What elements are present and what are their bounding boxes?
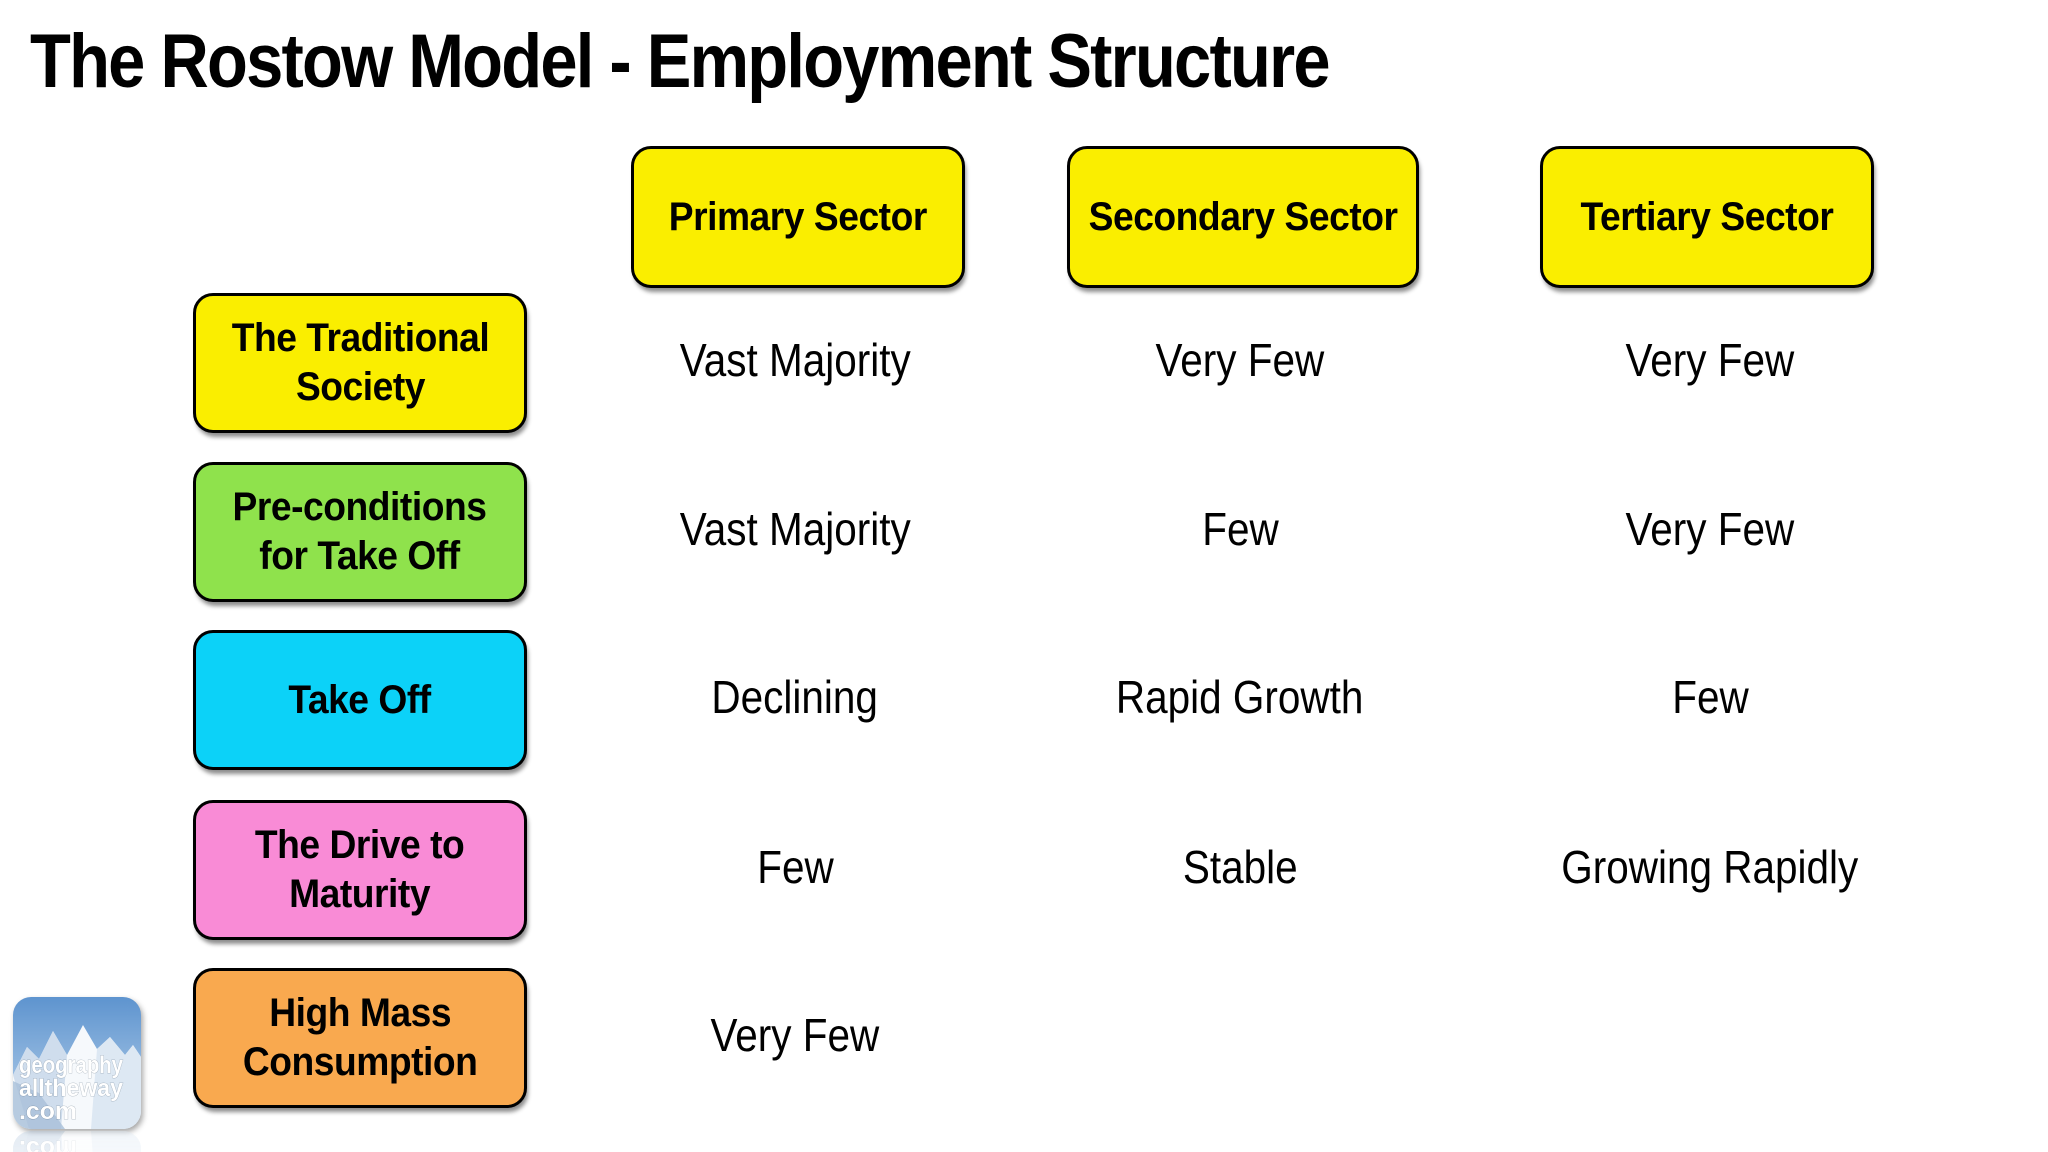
stage-box-take-off: Take Off xyxy=(193,630,527,770)
cell-traditional-tertiary: Very Few xyxy=(1510,293,1910,427)
cell-value: Vast Majority xyxy=(679,503,911,555)
column-header-secondary-label: Secondary Sector xyxy=(1088,194,1398,239)
cell-value: Very Few xyxy=(1155,334,1325,386)
cell-preconditions-primary: Vast Majority xyxy=(595,462,995,596)
cell-value: Very Few xyxy=(1625,334,1795,386)
cell-value: Few xyxy=(756,841,834,893)
stage-box-drive-to-maturity: The Drive to Maturity xyxy=(193,800,527,940)
cell-traditional-primary: Vast Majority xyxy=(595,293,995,427)
cell-preconditions-secondary: Few xyxy=(1040,462,1440,596)
stage-label: The Drive to Maturity xyxy=(255,823,465,916)
cell-value: Rapid Growth xyxy=(1116,671,1364,723)
stage-box-preconditions-for-take-off: Pre-conditions for Take Off xyxy=(193,462,527,602)
cell-maturity-tertiary: Growing Rapidly xyxy=(1510,800,1910,934)
column-header-primary: Primary Sector xyxy=(631,146,965,288)
stage-label: The Traditional Society xyxy=(231,316,489,409)
cell-preconditions-tertiary: Very Few xyxy=(1510,462,1910,596)
stage-label: High Mass Consumption xyxy=(242,991,478,1084)
cell-takeoff-secondary: Rapid Growth xyxy=(1040,630,1440,764)
cell-value: Vast Majority xyxy=(679,334,911,386)
cell-value: Declining xyxy=(711,671,879,723)
cell-value: Very Few xyxy=(710,1009,880,1061)
mountain-logo-icon: geography alltheway .com xyxy=(13,997,141,1129)
logo-image: geography alltheway .com xyxy=(13,997,141,1129)
cell-value: Growing Rapidly xyxy=(1561,841,1859,893)
logo-text-line2: alltheway xyxy=(19,1075,124,1102)
logo-reflection: geography alltheway .com xyxy=(13,1131,141,1152)
cell-takeoff-primary: Declining xyxy=(595,630,995,764)
cell-value: Stable xyxy=(1182,841,1298,893)
column-header-tertiary-label: Tertiary Sector xyxy=(1580,194,1834,239)
stage-label: Pre-conditions for Take Off xyxy=(233,485,487,578)
column-header-primary-label: Primary Sector xyxy=(668,194,928,239)
stage-label: Take Off xyxy=(288,677,432,722)
cell-highmass-primary: Very Few xyxy=(595,968,995,1102)
logo-text-line3: .com xyxy=(19,1098,77,1125)
page-title: The Rostow Model - Employment Structure xyxy=(30,19,1331,104)
cell-value: Few xyxy=(1201,503,1279,555)
column-header-tertiary: Tertiary Sector xyxy=(1540,146,1874,288)
cell-takeoff-tertiary: Few xyxy=(1510,630,1910,764)
logo-text-line1: geography xyxy=(19,1052,124,1079)
stage-box-traditional-society: The Traditional Society xyxy=(193,293,527,433)
column-header-secondary: Secondary Sector xyxy=(1067,146,1419,288)
cell-traditional-secondary: Very Few xyxy=(1040,293,1440,427)
logo-reflection-text-line3: .com xyxy=(19,1135,77,1152)
cell-value: Few xyxy=(1671,671,1749,723)
mountain-logo-reflection-icon: geography alltheway .com xyxy=(13,1131,141,1152)
geographyalltheway-logo: geography alltheway .com geography allth… xyxy=(13,997,141,1152)
stage-box-high-mass-consumption: High Mass Consumption xyxy=(193,968,527,1108)
cell-maturity-secondary: Stable xyxy=(1040,800,1440,934)
cell-maturity-primary: Few xyxy=(595,800,995,934)
cell-value: Very Few xyxy=(1625,503,1795,555)
